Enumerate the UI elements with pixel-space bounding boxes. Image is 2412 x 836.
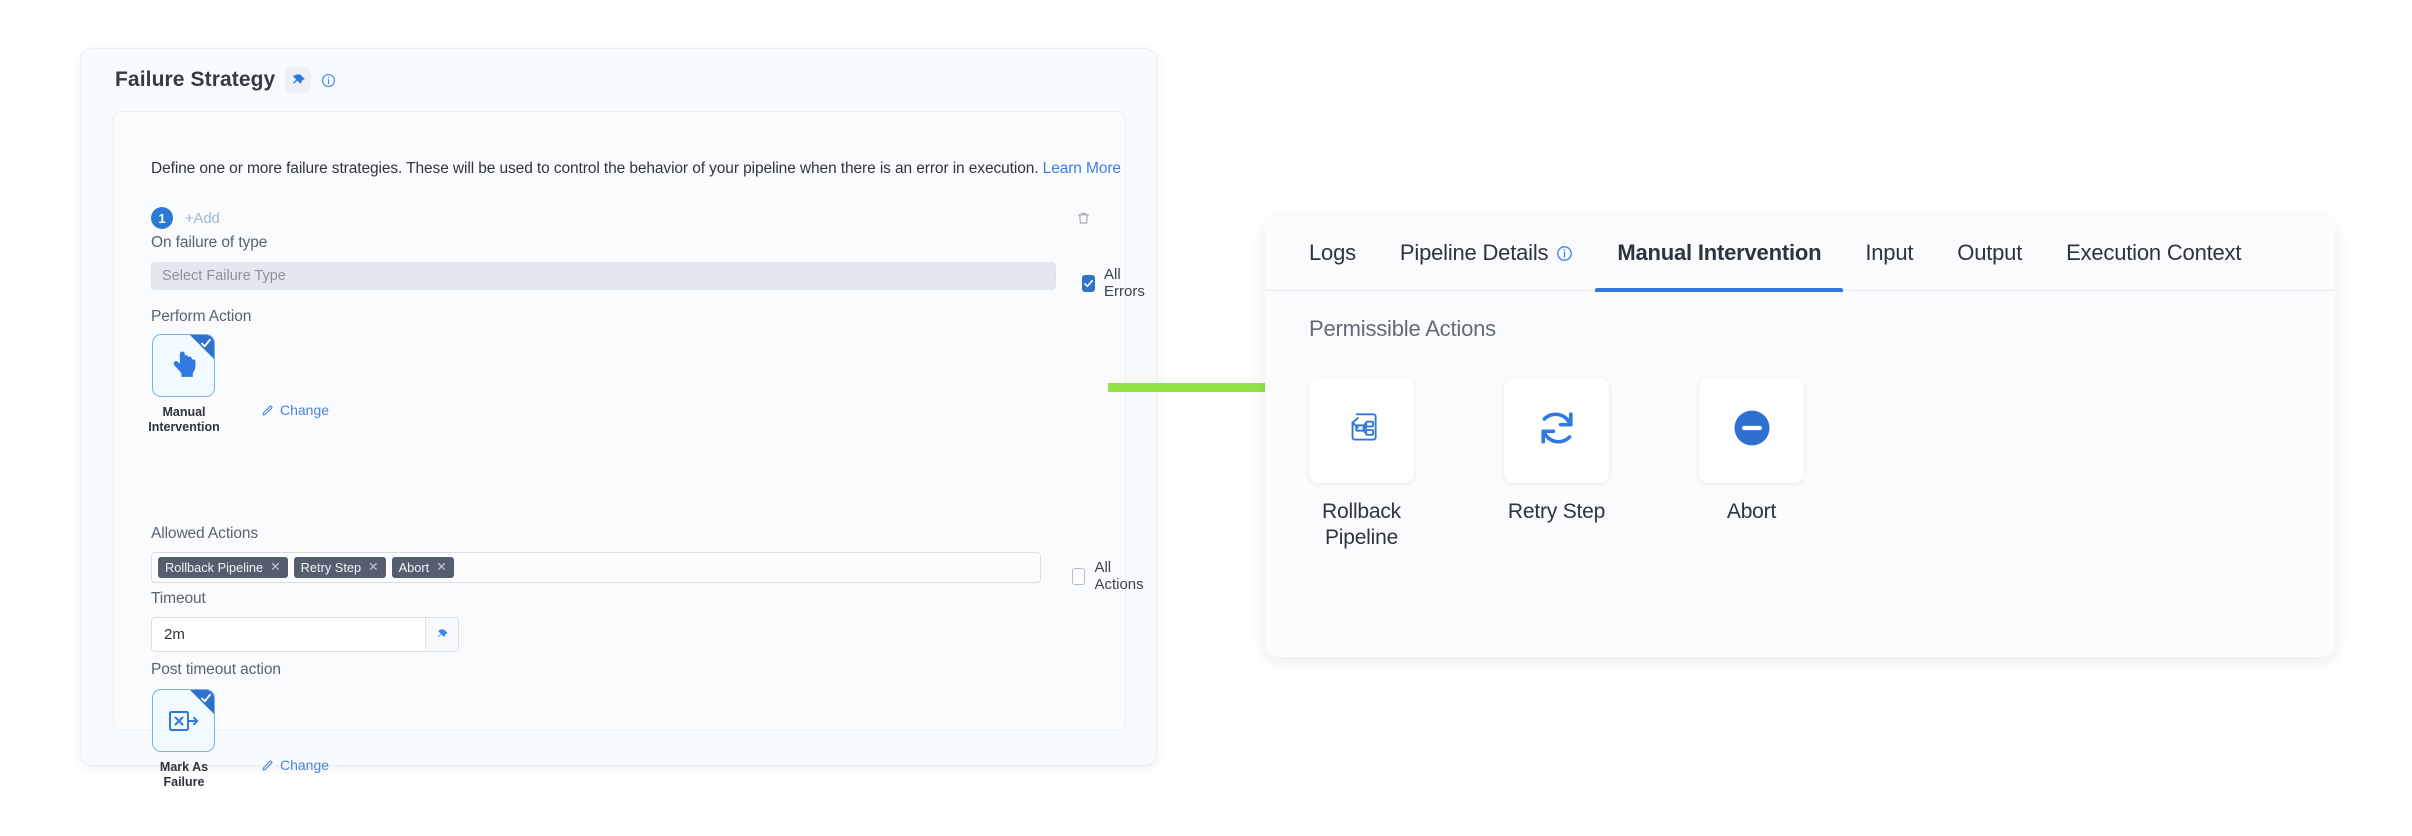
- step-details-panel: Logs Pipeline Details Manual Interventio…: [1265, 216, 2335, 657]
- selected-corner-ribbon: [190, 335, 214, 359]
- pin-icon[interactable]: [285, 67, 312, 93]
- perform-action-selected-name: Manual Intervention: [148, 405, 220, 434]
- permissible-actions-title: Permissible Actions: [1309, 316, 1496, 341]
- chip-abort[interactable]: Abort ✕: [391, 557, 454, 578]
- pencil-icon: [262, 759, 273, 770]
- tab-pipeline-details[interactable]: Pipeline Details: [1378, 216, 1595, 291]
- trash-icon[interactable]: [1076, 210, 1091, 226]
- timeout-label: Timeout: [151, 590, 206, 607]
- failure-strategy-description: Define one or more failure strategies. T…: [151, 160, 1121, 178]
- change-label: Change: [280, 402, 330, 418]
- action-label: Abort: [1726, 500, 1777, 523]
- tab-label: Logs: [1309, 240, 1356, 265]
- page-title: Failure Strategy: [115, 68, 276, 91]
- permissible-action-retry-step[interactable]: Retry Step: [1504, 378, 1609, 551]
- selected-corner-ribbon: [190, 690, 214, 714]
- perform-action-tile[interactable]: [152, 334, 215, 397]
- add-strategy-button[interactable]: +Add: [185, 209, 220, 227]
- all-actions-label: All Actions: [1094, 559, 1144, 593]
- permissible-action-abort[interactable]: Abort: [1699, 378, 1804, 551]
- description-text: Define one or more failure strategies. T…: [151, 160, 1039, 177]
- post-timeout-action-label: Post timeout action: [151, 661, 281, 678]
- tab-execution-context[interactable]: Execution Context: [2044, 216, 2263, 291]
- timeout-value: 2m: [164, 626, 185, 643]
- learn-more-link[interactable]: Learn More: [1042, 160, 1121, 177]
- mark-as-failure-icon: [153, 690, 214, 751]
- all-actions-checkbox[interactable]: [1072, 567, 1086, 585]
- info-circle-icon[interactable]: [1556, 245, 1573, 262]
- strategy-add-row: 1 +Add: [151, 204, 1091, 232]
- tab-label: Pipeline Details: [1399, 240, 1549, 265]
- all-errors-checkbox[interactable]: [1082, 274, 1095, 292]
- close-x-icon[interactable]: ✕: [436, 560, 447, 575]
- pointing-hand-icon: [153, 335, 214, 396]
- failure-type-placeholder: Select Failure Type: [162, 268, 286, 284]
- failure-type-select[interactable]: Select Failure Type: [151, 262, 1056, 290]
- change-label: Change: [280, 757, 330, 773]
- post-timeout-selected-name: Mark As Failure: [159, 760, 209, 789]
- tab-label: Input: [1865, 240, 1914, 265]
- action-card[interactable]: [1309, 378, 1414, 483]
- retry-refresh-icon: [1533, 404, 1581, 457]
- chip-retry-step[interactable]: Retry Step ✕: [293, 557, 386, 578]
- tab-label: Output: [1957, 240, 2023, 265]
- all-errors-checkbox-row[interactable]: All Errors: [1082, 266, 1149, 300]
- tab-input[interactable]: Input: [1843, 216, 1935, 291]
- tab-manual-intervention[interactable]: Manual Intervention: [1595, 216, 1844, 292]
- permissible-actions-list: Rollback Pipeline Retry Step: [1309, 378, 1804, 551]
- perform-action-label: Perform Action: [151, 308, 252, 325]
- all-actions-checkbox-row[interactable]: All Actions: [1072, 559, 1147, 593]
- failure-strategy-body: Define one or more failure strategies. T…: [113, 111, 1145, 789]
- post-timeout-change-button[interactable]: Change: [261, 757, 329, 773]
- perform-action-change-button[interactable]: Change: [261, 402, 329, 418]
- all-errors-label: All Errors: [1104, 266, 1145, 300]
- tab-label: Execution Context: [2066, 240, 2242, 265]
- tab-label: Manual Intervention: [1617, 240, 1822, 265]
- failure-strategy-header: Failure Strategy: [115, 67, 336, 93]
- chip-label: Retry Step: [300, 560, 362, 575]
- tab-output[interactable]: Output: [1935, 216, 2044, 291]
- on-failure-of-type-label: On failure of type: [151, 234, 268, 251]
- info-circle-icon[interactable]: [321, 73, 336, 88]
- chip-label: Rollback Pipeline: [165, 560, 264, 575]
- permissible-action-rollback-pipeline[interactable]: Rollback Pipeline: [1309, 378, 1414, 551]
- rollback-pipeline-icon: [1341, 407, 1383, 454]
- pencil-icon: [262, 404, 273, 415]
- close-x-icon[interactable]: ✕: [270, 560, 281, 575]
- timeout-input[interactable]: 2m: [151, 617, 459, 652]
- check-icon: [200, 693, 211, 703]
- strategy-index-badge[interactable]: 1: [151, 207, 173, 229]
- details-tab-bar: Logs Pipeline Details Manual Interventio…: [1265, 216, 2335, 292]
- check-icon: [200, 338, 211, 348]
- allowed-actions-label: Allowed Actions: [151, 525, 259, 542]
- abort-minus-circle-icon: [1727, 403, 1777, 458]
- failure-strategy-card: Failure Strategy Define one or more fail…: [80, 48, 1157, 789]
- tab-logs[interactable]: Logs: [1309, 216, 1378, 291]
- action-card[interactable]: [1699, 378, 1804, 483]
- close-x-icon[interactable]: ✕: [368, 560, 379, 575]
- chip-rollback-pipeline[interactable]: Rollback Pipeline ✕: [158, 557, 288, 578]
- allowed-actions-input[interactable]: Rollback Pipeline ✕ Retry Step ✕ Abort ✕: [151, 552, 1041, 583]
- post-timeout-action-tile[interactable]: [152, 689, 215, 752]
- timeout-pin-icon[interactable]: [425, 618, 458, 651]
- chip-label: Abort: [398, 560, 430, 575]
- action-label: Rollback Pipeline: [1322, 500, 1401, 549]
- action-label: Retry Step: [1507, 500, 1606, 523]
- action-card[interactable]: [1504, 378, 1609, 483]
